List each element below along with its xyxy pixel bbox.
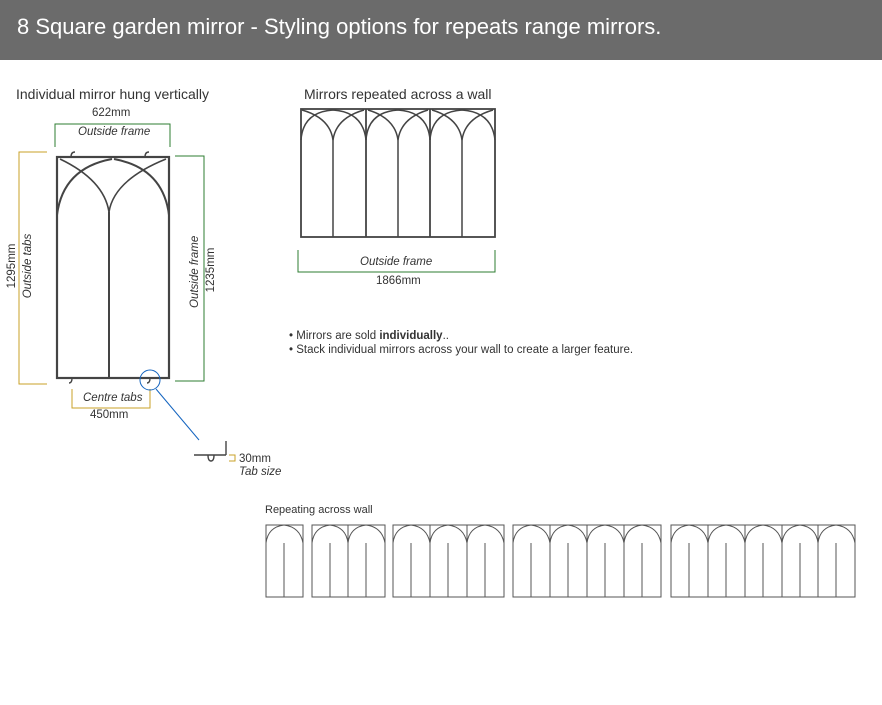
wall-groups: [265, 524, 856, 598]
wall-group-3: [392, 524, 505, 598]
wall-group-5: [670, 524, 856, 598]
repeat-width-dimension: [297, 250, 496, 273]
note-2-text: Stack individual mirrors across your wal…: [296, 344, 634, 356]
wall-group-1: [265, 524, 304, 598]
repeat-heading: Mirrors repeated across a wall: [304, 86, 492, 102]
centre-tabs-dimension: [71, 389, 151, 409]
single-mirror-heading: Individual mirror hung vertically: [16, 86, 209, 102]
tab-size-value: 30mm: [239, 453, 271, 465]
page-header: 8 Square garden mirror - Styling options…: [0, 0, 882, 60]
single-width-label: Outside frame: [78, 126, 151, 138]
repeat-width-label: Outside frame: [360, 256, 433, 268]
tab-callout: [139, 369, 200, 441]
notes-list: • Mirrors are sold individually.. • Stac…: [289, 329, 633, 357]
single-mirror-drawing: [55, 151, 171, 384]
tab-size-label: Tab size: [239, 466, 282, 478]
centre-tabs-value: 450mm: [90, 409, 129, 421]
wall-group-2: [311, 524, 386, 598]
repeat-width-value: 1866mm: [376, 275, 421, 287]
note-item-1: • Mirrors are sold individually..: [289, 330, 449, 342]
centre-tabs-label: Centre tabs: [83, 392, 143, 404]
note-1-prefix: Mirrors are sold: [296, 330, 380, 342]
note-item-2: • Stack individual mirrors across your w…: [289, 344, 634, 356]
note-1-suffix: ..: [442, 330, 449, 342]
tab-size-bracket: [229, 454, 236, 462]
wall-label: Repeating across wall: [265, 504, 373, 516]
wall-group-4: [512, 524, 662, 598]
left-height-dimension: [18, 151, 47, 385]
height-frame-value: 1235mm: [205, 247, 217, 293]
height-frame-label: Outside frame: [189, 235, 201, 308]
height-tabs-value: 1295mm: [6, 243, 18, 289]
repeated-mirrors-drawing: [300, 108, 496, 238]
tab-detail: [194, 441, 227, 462]
right-height-dimension: [175, 155, 205, 382]
note-1-bold: individually: [379, 330, 443, 342]
top-width-dimension: [54, 123, 171, 147]
page-title: 8 Square garden mirror - Styling options…: [17, 14, 662, 39]
height-tabs-label: Outside tabs: [22, 233, 34, 299]
single-width-value: 622mm: [92, 107, 131, 119]
